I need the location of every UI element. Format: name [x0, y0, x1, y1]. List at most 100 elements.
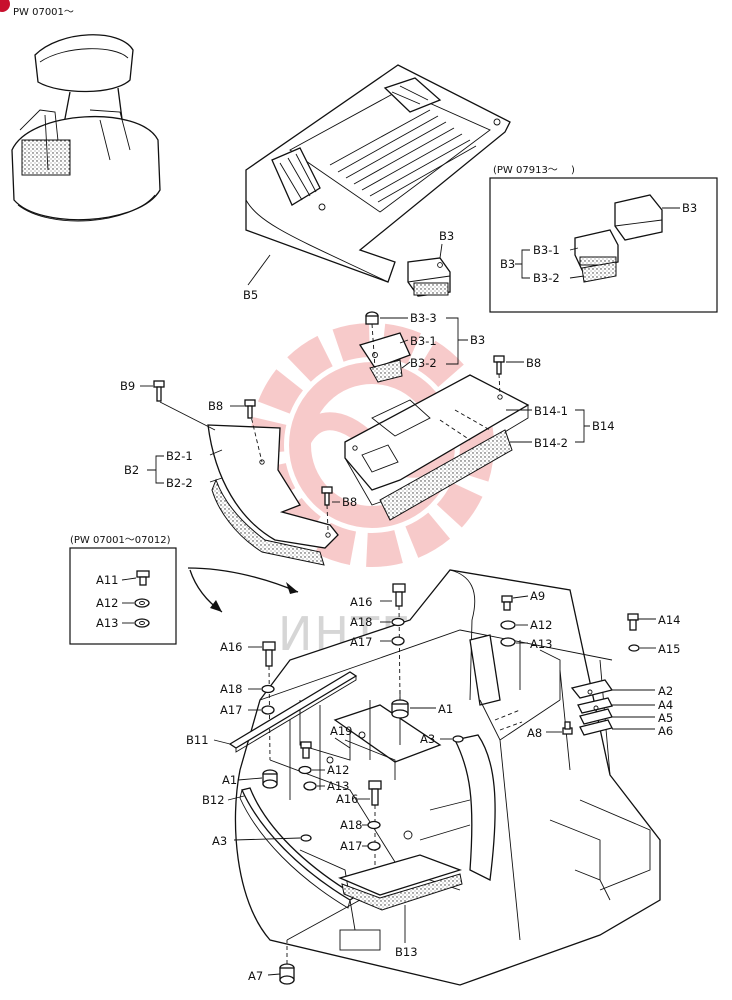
label-b11: B11 [186, 733, 209, 747]
label-b5: B5 [243, 288, 258, 302]
label-b8-left: B8 [208, 399, 223, 413]
label-b3-1: B3-1 [410, 334, 437, 348]
label-a3-left: A3 [212, 834, 227, 848]
inset-label-a12: A12 [96, 596, 119, 610]
hood-b5 [245, 64, 511, 283]
washer-a18-left [261, 684, 275, 694]
label-b2-1: B2-1 [166, 449, 193, 463]
bracket-b14 [575, 409, 590, 443]
inset-label-a11: A11 [96, 573, 119, 587]
bracket-b3 [446, 317, 468, 365]
label-a13-mid: A13 [327, 779, 350, 793]
washer-a17-left [261, 705, 275, 715]
label-a1-center: A1 [438, 702, 453, 716]
label-a14: A14 [658, 613, 681, 627]
label-a17-mid: A17 [340, 839, 363, 853]
label-a16-top: A16 [350, 595, 373, 609]
page-header: PW 07001～ [0, 0, 74, 18]
nut-a15 [628, 644, 640, 652]
strip-b11 [228, 671, 358, 753]
label-a12-mid: A12 [327, 763, 350, 777]
washer-a13-mid [303, 781, 317, 791]
inset-a11-header: (PW 07001～07012) [70, 535, 171, 546]
label-b14-1: B14-1 [534, 404, 568, 418]
bolt-b9 [153, 380, 216, 431]
bracket-stack-a2-a6 [570, 679, 614, 736]
mount-a1-left [262, 769, 278, 789]
washer-a17-mid [367, 841, 381, 851]
label-a18-mid: A18 [340, 818, 363, 832]
label-b2: B2 [124, 463, 139, 477]
label-b3-2: B3-2 [410, 356, 437, 370]
washer-a12-mid [298, 765, 312, 775]
bolt-b8-left [244, 399, 256, 419]
bolt-a12-mid-group [300, 741, 312, 759]
inset-label-a13: A13 [96, 616, 119, 630]
label-b3-group: B3 [470, 333, 485, 347]
inset-label-b3-1: B3-1 [533, 243, 560, 257]
inset-label-b3: B3 [682, 201, 697, 215]
machine-locator-thumbnail [11, 34, 161, 222]
label-a8: A8 [527, 726, 542, 740]
label-a2: A2 [658, 684, 673, 698]
chassis-frame [234, 569, 661, 986]
mount-a1-center [391, 699, 409, 719]
label-a1-left: A1 [222, 773, 237, 787]
label-b3-top: B3 [439, 229, 454, 243]
label-b8-mid: B8 [342, 495, 357, 509]
bolt-a16-left [262, 641, 276, 761]
bolt-a14 [627, 613, 639, 631]
leader-b3-top [439, 243, 443, 259]
bolt-b8-top [493, 355, 505, 396]
label-b9: B9 [120, 379, 135, 393]
label-a13-top: A13 [530, 637, 553, 651]
label-b14: B14 [592, 419, 615, 433]
inset-b3-header: (PW 07913～ ) [493, 165, 575, 176]
label-a17-top: A17 [350, 635, 373, 649]
washer-a12-top [500, 620, 516, 630]
label-b8-top: B8 [526, 356, 541, 370]
label-a12-top: A12 [530, 618, 553, 632]
cover-b2 [207, 411, 339, 566]
inset-pointer-arrow [187, 567, 299, 613]
nut-a3-center [452, 735, 464, 743]
label-a4: A4 [658, 698, 673, 712]
red-marker-icon [0, 0, 10, 12]
leader-b5 [247, 254, 271, 286]
label-a16-left: A16 [220, 640, 243, 654]
step-b13 [338, 854, 463, 911]
label-a19: A19 [330, 724, 353, 738]
label-b14-2: B14-2 [534, 436, 568, 450]
inset-a11-variant: (PW 07001～07012) A11 A12 A13 [69, 535, 177, 645]
label-a9: A9 [530, 589, 545, 603]
washer-a18-mid [367, 820, 381, 830]
bolt-a9 [501, 595, 513, 611]
label-a18-left: A18 [220, 682, 243, 696]
inset-label-b3-2: B3-2 [533, 271, 560, 285]
floor-plate-b14 [344, 374, 530, 521]
bolt-b8-mid [321, 486, 333, 531]
washer-a18-top [391, 617, 405, 627]
bolt-a16-mid [368, 780, 382, 865]
label-a15: A15 [658, 642, 681, 656]
label-a17-left: A17 [220, 703, 243, 717]
washer-a13-top [500, 637, 516, 647]
inset-label-b3-group: B3 [500, 257, 515, 271]
leader-b3-1 [399, 339, 409, 344]
model-range-label: PW 07001～ [13, 7, 74, 18]
inset-b3-variant: (PW 07913～ ) B3 B3-1 B3-2 B3 [489, 165, 718, 313]
label-a16-mid: A16 [336, 792, 359, 806]
foot-a7 [279, 899, 361, 985]
label-a6: A6 [658, 724, 673, 738]
pad-b3-exploded [358, 311, 411, 383]
label-b2-2: B2-2 [166, 476, 193, 490]
label-a5: A5 [658, 711, 673, 725]
label-a7: A7 [248, 969, 263, 983]
pad-b3 [407, 257, 451, 297]
label-b13: B13 [395, 945, 418, 959]
leader-b3-2 [401, 361, 411, 369]
bracket-b2 [147, 455, 164, 484]
nut-a3-left [300, 834, 312, 842]
bolt-a8 [562, 721, 573, 735]
